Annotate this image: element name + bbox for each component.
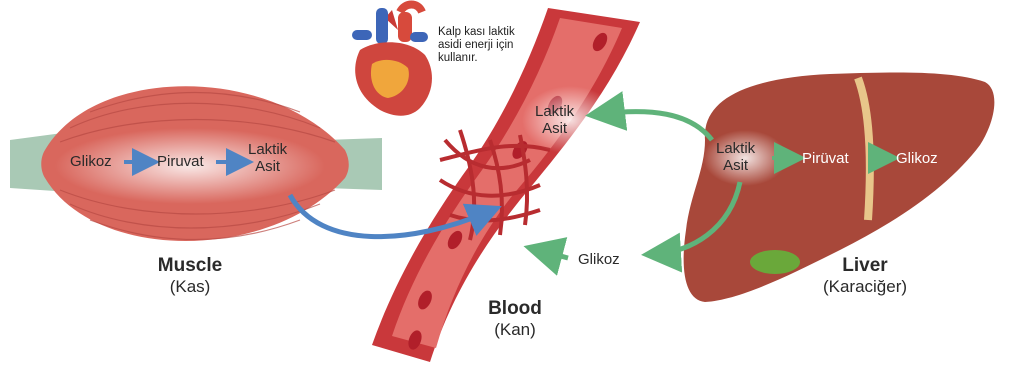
gallbladder: [750, 250, 800, 274]
blood-title: Blood: [475, 298, 555, 320]
blood-laktik-asit-label: Laktik Asit: [535, 103, 574, 137]
liver-piruvat-label: Pirüvat: [802, 150, 849, 167]
blood-caption: Blood (Kan): [475, 298, 555, 340]
heart-note: Kalp kası laktik asidi enerji için kulla…: [438, 26, 515, 65]
muscle-laktik-line-2: Asit: [248, 158, 287, 175]
liver-laktik-line-2: Asit: [716, 157, 755, 174]
muscle-caption: Muscle (Kas): [140, 255, 240, 297]
blood-glikoz-label: Glikoz: [578, 251, 620, 268]
muscle-glikoz-label: Glikoz: [70, 153, 112, 170]
liver-subtitle: (Karaciğer): [805, 277, 925, 297]
liver-laktik-asit-label: Laktik Asit: [716, 140, 755, 174]
liver-title: Liver: [805, 255, 925, 277]
blood-laktik-line-1: Laktik: [535, 103, 574, 120]
arrow-glikoz-to-blood: [538, 250, 568, 258]
muscle-piruvat-label: Piruvat: [157, 153, 204, 170]
heart-note-line-3: kullanır.: [438, 52, 515, 65]
blood-subtitle: (Kan): [475, 320, 555, 340]
muscle-title: Muscle: [140, 255, 240, 277]
blood-laktik-line-2: Asit: [535, 120, 574, 137]
heart-illustration: [352, 5, 432, 116]
heart-note-line-2: asidi enerji için: [438, 39, 515, 52]
muscle-laktik-asit-label: Laktik Asit: [248, 141, 287, 175]
liver-laktik-line-1: Laktik: [716, 140, 755, 157]
liver-caption: Liver (Karaciğer): [805, 255, 925, 297]
muscle-subtitle: (Kas): [140, 277, 240, 297]
liver-glikoz-label: Glikoz: [896, 150, 938, 167]
heart-note-line-1: Kalp kası laktik: [438, 26, 515, 39]
muscle-laktik-line-1: Laktik: [248, 141, 287, 158]
